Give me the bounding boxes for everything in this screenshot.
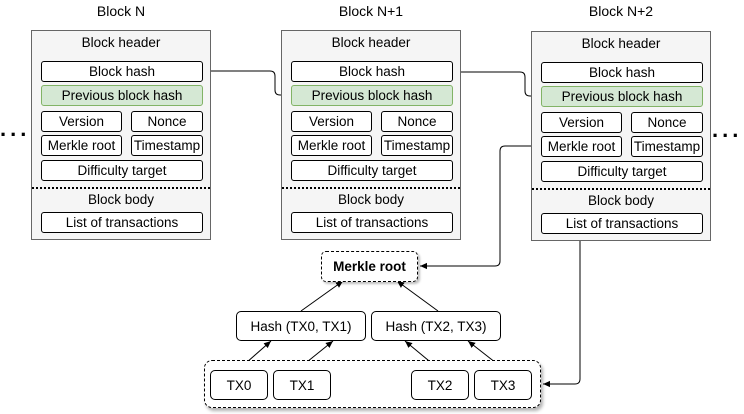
- block-n-plus-1: Block header Block hash Previous block h…: [281, 30, 461, 240]
- block-n: Block header Block hash Previous block h…: [31, 30, 211, 240]
- block-hash-field: Block hash: [291, 61, 453, 82]
- merkle-root-field: Merkle root: [541, 136, 622, 157]
- hash-tx0-tx1-node: Hash (TX0, TX1): [236, 311, 366, 341]
- difficulty-target-field: Difficulty target: [541, 161, 703, 182]
- arrow-hash23-to-root: [396, 280, 439, 312]
- tx-node: TX2: [411, 370, 469, 400]
- arrow-hash01-to-root: [300, 280, 344, 312]
- previous-block-hash-field: Previous block hash: [541, 86, 703, 107]
- timestamp-field: Timestamp: [631, 136, 703, 157]
- version-field: Version: [41, 111, 122, 132]
- tx-node: TX3: [474, 370, 532, 400]
- link-prev-hash-n2-to-block-hash-n1: [452, 68, 540, 97]
- nonce-field: Nonce: [381, 111, 453, 132]
- block-n-plus-2: Block header Block hash Previous block h…: [531, 31, 711, 241]
- nonce-field: Nonce: [631, 112, 703, 133]
- nonce-field: Nonce: [131, 111, 203, 132]
- tx-node: TX1: [273, 370, 331, 400]
- transactions-list-field: List of transactions: [291, 212, 453, 233]
- header-body-divider: [282, 187, 460, 189]
- ellipsis-left: ...: [0, 116, 31, 141]
- tx-node: TX0: [210, 370, 268, 400]
- header-body-divider: [532, 188, 710, 190]
- link-merkle-field-to-root: [420, 145, 540, 270]
- merkle-root-field: Merkle root: [291, 135, 372, 156]
- block-hash-field: Block hash: [541, 62, 703, 83]
- block-header-label: Block header: [81, 35, 161, 50]
- link-transactions-to-tx-group: [543, 234, 581, 388]
- transactions-list-field: List of transactions: [41, 212, 203, 233]
- version-field: Version: [541, 112, 622, 133]
- block-body-label: Block body: [337, 192, 405, 207]
- timestamp-field: Timestamp: [131, 135, 203, 156]
- merkle-root-node: Merkle root: [321, 251, 418, 282]
- block-header-label: Block header: [581, 36, 661, 51]
- merkle-root-field: Merkle root: [41, 135, 122, 156]
- block-title: Block N+1: [338, 3, 404, 19]
- block-hash-field: Block hash: [41, 61, 203, 82]
- transactions-list-field: List of transactions: [541, 213, 703, 234]
- link-prev-hash-n1-to-block-hash-n: [202, 67, 290, 96]
- header-body-divider: [32, 187, 210, 189]
- previous-block-hash-field: Previous block hash: [291, 85, 453, 106]
- ellipsis-right: ...: [712, 117, 743, 142]
- version-field: Version: [291, 111, 372, 132]
- previous-block-hash-field: Previous block hash: [41, 85, 203, 106]
- block-header-label: Block header: [331, 35, 411, 50]
- difficulty-target-field: Difficulty target: [291, 160, 453, 181]
- difficulty-target-field: Difficulty target: [41, 160, 203, 181]
- block-title: Block N+2: [588, 3, 654, 19]
- timestamp-field: Timestamp: [381, 135, 453, 156]
- hash-tx2-tx3-node: Hash (TX2, TX3): [371, 311, 501, 341]
- block-body-label: Block body: [87, 192, 155, 207]
- block-title: Block N: [96, 3, 146, 19]
- block-body-label: Block body: [587, 193, 655, 208]
